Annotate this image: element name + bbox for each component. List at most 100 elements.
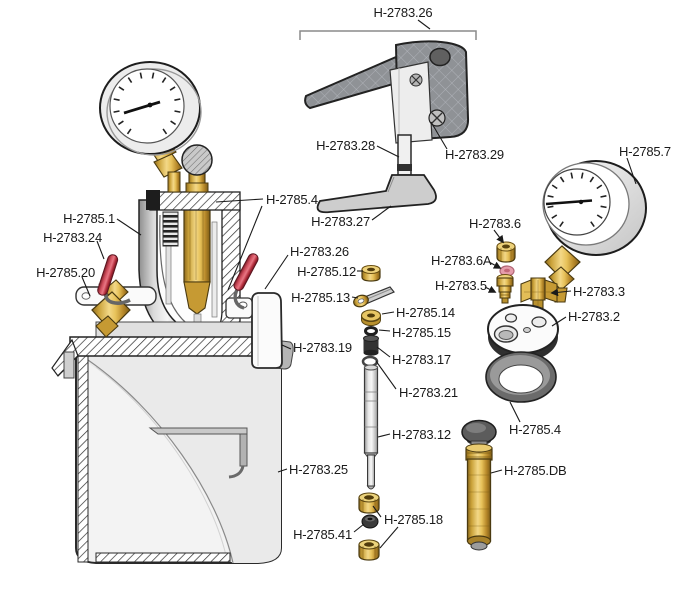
gauge-needle-left	[123, 100, 161, 115]
part-label-h2783-6: H-2783.6	[469, 216, 521, 231]
part-label-h2785-12: H-2785.12	[297, 264, 356, 279]
leader-2783-27	[371, 205, 392, 221]
leader-2783-26-top	[417, 19, 431, 30]
part-label-h2785-4-upper: H-2785.4	[266, 192, 318, 207]
gauge-ticks-left	[113, 72, 181, 135]
clamp-pivot-hole	[429, 47, 451, 67]
spindle-dark-band	[397, 164, 412, 171]
leader-2783-6	[493, 229, 504, 244]
lid-clamp-right	[225, 253, 294, 370]
leader-2783-28	[376, 145, 400, 158]
leader-2785-4-right	[509, 401, 521, 423]
clamp-handle-grip	[304, 55, 402, 110]
part-label-h2783-26-mid: H-2783.26	[290, 244, 349, 259]
part-label-h2785-18: H-2785.18	[384, 512, 443, 527]
part-label-h2783-17: H-2783.17	[392, 352, 451, 367]
part-label-h2785-db: H-2785.DB	[504, 463, 567, 478]
vessel-body	[75, 351, 282, 564]
part-label-h2785-7: H-2785.7	[619, 144, 671, 159]
leader-2783-25	[277, 468, 288, 473]
part-label-h2785-20: H-2785.20	[36, 265, 95, 280]
leader-2783-12	[377, 433, 391, 438]
leader-2785-20	[81, 276, 91, 297]
bleed-knob	[181, 144, 213, 176]
part-label-h2783-12: H-2783.12	[392, 427, 451, 442]
exploded-right-column	[461, 160, 647, 551]
leader-2783-29	[430, 121, 448, 150]
clamp-screw-upper	[409, 73, 423, 87]
leader-2785-41	[353, 523, 365, 533]
part-labels: H-2783.26 H-2783.28 H-2783.29 H-2785.7 H…	[36, 5, 671, 542]
pressure-gauge-left	[99, 61, 202, 156]
part-label-h2785-41: H-2785.41	[293, 527, 352, 542]
part-label-h2783-3: H-2783.3	[573, 284, 625, 299]
leader-2783-3	[550, 288, 572, 297]
part-label-h2783-26-top: H-2783.26	[374, 5, 433, 20]
lever-clamp-assembly	[299, 30, 477, 214]
vessel-inner-shelf	[148, 427, 248, 479]
clamp-catch-plate	[251, 292, 283, 369]
brass-fitting-2783-5	[496, 274, 514, 304]
part-label-h2785-15: H-2785.15	[392, 325, 451, 340]
brass-tee-2783-3	[520, 277, 558, 309]
leader-2783-21	[375, 360, 397, 390]
red-handle-right	[233, 253, 259, 291]
part-label-h2785-14: H-2785.14	[396, 305, 455, 320]
grommet-2785-41	[361, 514, 379, 529]
hex-nut-2783-6	[496, 241, 516, 263]
plunger-2785-db	[461, 419, 497, 551]
leader-2783-17	[376, 346, 391, 358]
part-label-h2783-29: H-2783.29	[445, 147, 504, 162]
part-label-h2785-1: H-2785.1	[63, 211, 115, 226]
leader-2783-26-mid	[264, 254, 289, 290]
brass-nut-2785-18-upper	[358, 492, 380, 514]
part-label-h2783-21: H-2783.21	[399, 385, 458, 400]
brass-washer-2785-14	[360, 309, 382, 326]
leader-2785-7	[626, 157, 637, 185]
lid-plate-2783-2	[487, 304, 559, 361]
leader-2783-2	[551, 316, 567, 327]
leader-2785-18-b	[379, 526, 399, 549]
leader-2785-18-a	[372, 505, 382, 518]
leader-2783-6a	[488, 261, 502, 269]
bell-cap-seal	[146, 190, 160, 210]
leader-2785-15	[378, 329, 391, 332]
leader-2785-1	[116, 218, 142, 236]
leader-2783-24	[96, 240, 105, 260]
o-ring-2785-15	[364, 326, 378, 336]
main-pump-assembly	[51, 61, 294, 564]
part-label-h2783-5: H-2783.5	[435, 278, 487, 293]
part-label-h2783-24: H-2783.24	[43, 230, 102, 245]
leader-2785-db	[490, 469, 503, 474]
pump-tube-2783-12	[363, 364, 379, 490]
pump-spring	[162, 211, 179, 247]
part-label-h2783-27: H-2783.27	[311, 214, 370, 229]
part-label-h2783-6a: H-2783.6A	[431, 253, 492, 268]
clip-lever-2785-13	[353, 286, 395, 308]
gauge-ticks-right	[547, 172, 607, 228]
brass-nut-2785-18-lower	[358, 539, 380, 561]
rubber-plunger-2783-17	[363, 335, 379, 356]
part-label-h2785-4-right: H-2785.4	[509, 422, 561, 437]
brass-nut-2785-12	[361, 264, 381, 282]
gasket-ring-2785-4	[485, 351, 557, 403]
bracket-span-line	[299, 30, 477, 40]
part-label-h2783-2: H-2783.2	[568, 309, 620, 324]
brass-elbow-fitting-2	[153, 153, 183, 178]
leader-2785-4-a	[215, 198, 264, 203]
lid-flange	[51, 321, 269, 379]
part-label-h2783-28: H-2783.28	[316, 138, 375, 153]
pressure-gauge-right	[542, 160, 647, 303]
gauge-assembly-left	[99, 61, 213, 193]
part-label-h2785-13: H-2785.13	[291, 290, 350, 305]
leader-2785-14	[381, 311, 395, 315]
leader-2783-19	[281, 344, 292, 350]
leader-2783-5	[484, 285, 497, 293]
red-handle-left	[97, 254, 119, 296]
drain-valve-assembly	[75, 254, 157, 338]
part-label-h2783-25: H-2783.25	[289, 462, 348, 477]
leader-2785-4-b	[227, 205, 263, 291]
clamp-pressure-foot	[316, 174, 437, 214]
